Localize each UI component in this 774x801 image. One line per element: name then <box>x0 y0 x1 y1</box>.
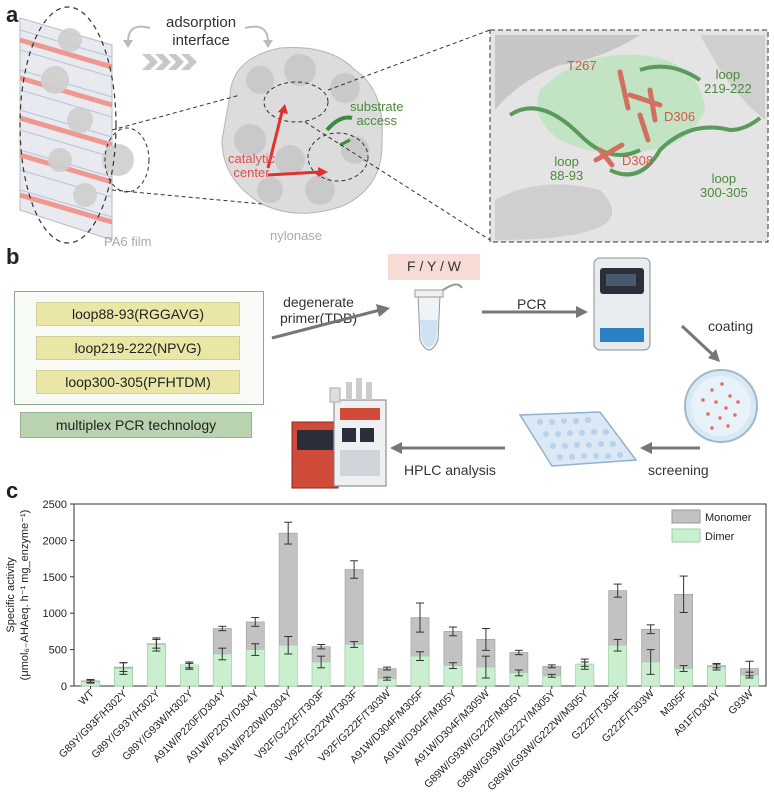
y-tick-label: 0 <box>61 681 67 693</box>
bar-dimer <box>344 644 364 687</box>
y-tick-label: 2000 <box>43 535 67 547</box>
d308-label: D308 <box>622 153 654 168</box>
pcr-machine-icon <box>593 257 651 351</box>
loop-219-label: loop 219-222 <box>704 67 752 96</box>
chevron-arrows-icon <box>142 54 197 70</box>
loop-sequence-2: loop219-222(NPVG) <box>36 336 240 360</box>
loop-88-label: loop 88-93 <box>550 154 584 183</box>
pcr-label: PCR <box>517 296 547 312</box>
legend-label-dimer: Dimer <box>705 531 735 543</box>
t267-label: T267 <box>567 58 597 73</box>
loop-300-label: loop 300-305 <box>700 171 748 200</box>
nylonase-label: nylonase <box>270 228 323 243</box>
y-tick-label: 2500 <box>43 500 67 511</box>
x-tick-label: M305F <box>658 688 690 720</box>
well-plate-icon <box>518 411 638 467</box>
y-tick-label: 1000 <box>43 608 67 620</box>
legend-swatch-dimer <box>671 528 701 543</box>
adsorption-interface-label: adsorption interface <box>166 14 237 49</box>
pcr-tube-icon <box>414 283 463 351</box>
petri-dish-icon <box>684 369 758 443</box>
x-tick-label: WT <box>77 687 97 707</box>
hplc-instrument-icon <box>291 378 387 489</box>
pa6-film-graphic <box>19 6 150 244</box>
active-site-zoom <box>489 29 769 243</box>
nylonase-protein-graphic <box>221 47 383 214</box>
screening-label: screening <box>648 462 709 478</box>
y-axis-label: (μmol₆₋AHAeq. h⁻¹ mg_enzyme⁻¹) <box>19 510 31 681</box>
coating-label: coating <box>708 318 754 334</box>
panel-a-letter: a <box>6 2 19 27</box>
y-tick-label: 500 <box>49 645 67 657</box>
y-axis-label: Specific activity <box>5 557 17 633</box>
y-tick-label: 1500 <box>43 572 67 584</box>
panel-c-letter: c <box>6 478 19 503</box>
panel-b-workflow <box>271 257 758 489</box>
loop-sequence-1: loop88-93(RGGAVG) <box>36 302 240 326</box>
d306-label: D306 <box>664 109 696 124</box>
loop-sequence-3: loop300-305(PFHTDM) <box>36 370 240 394</box>
multiplex-pcr-box: multiplex PCR technology <box>20 412 252 438</box>
hplc-analysis-label: HPLC analysis <box>404 462 496 478</box>
catalytic-center-label: catalytic center <box>228 151 275 180</box>
panel-a-illustration <box>19 6 769 244</box>
panel-b-letter: b <box>6 244 20 269</box>
legend-swatch-monomer <box>671 509 701 524</box>
pa6-film-label: PA6 film <box>104 234 152 249</box>
x-tick-label: G93W <box>726 688 756 718</box>
fyw-box: F / Y / W <box>388 254 480 280</box>
substrate-access-label: substrate access <box>350 99 404 128</box>
legend-label-monomer: Monomer <box>705 512 752 524</box>
